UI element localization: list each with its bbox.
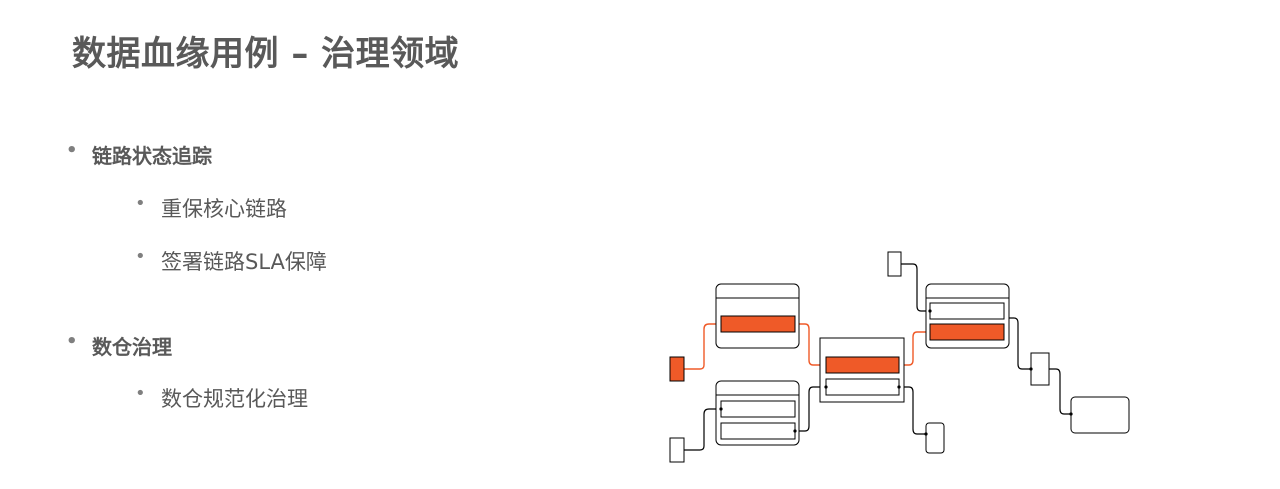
edge-endpoint [897,385,901,389]
table-node-c [819,337,905,403]
field [825,378,900,396]
edge-endpoint [1069,412,1073,416]
bullet-warehouse-governance: • 数仓治理 [66,331,172,360]
edge-endpoint [1029,367,1033,371]
edge-endpoint [928,309,932,313]
field [720,422,796,440]
edge-endpoint [924,432,928,436]
edge-endpoint [719,407,723,411]
bullet-label: 签署链路SLA保障 [161,250,327,274]
lineage-edge [899,386,926,435]
source-node [887,251,902,277]
intermediate-node [1030,352,1050,386]
source-node-highlighted [669,356,685,382]
bullet-dot: • [135,246,146,267]
bullet-dot: • [66,140,78,161]
slide-title: 数据血缘用例 – 治理领域 [72,34,460,74]
target-node [1070,396,1130,434]
bullet-label: 数仓治理 [92,335,172,359]
bullet-dot: • [135,383,146,404]
bullet-label: 链路状态追踪 [92,144,212,168]
sub-bullet-core-link-protection: • 重保核心链路 [135,193,287,223]
table-node-a [715,283,800,349]
bullet-label: 数仓规范化治理 [161,387,308,411]
lineage-edge-highlighted [684,323,721,370]
bullet-label: 重保核心链路 [161,197,287,221]
lineage-edge [1049,368,1071,415]
sink-node [925,422,945,454]
edge-endpoint [793,429,797,433]
sub-bullet-warehouse-standardization: • 数仓规范化治理 [135,383,308,413]
bullet-dot: • [66,331,78,352]
lineage-edge-highlighted [899,331,930,366]
bullet-link-status-tracking: • 链路状态追踪 [66,140,212,169]
field-highlighted [929,323,1005,341]
edge-endpoint [824,385,828,389]
lineage-diagram [669,251,1130,463]
lineage-edge-highlighted [795,323,826,366]
field-highlighted [825,356,900,374]
bullet-dot: • [135,193,146,214]
table-node-b [715,380,800,446]
lineage-edge [795,386,826,432]
field [720,400,796,418]
lineage-edge [901,263,930,312]
lineage-edge [1004,317,1031,370]
field [929,302,1005,320]
field-highlighted [720,315,796,333]
sub-bullet-link-sla-guarantee: • 签署链路SLA保障 [135,246,327,276]
lineage-edge [684,408,721,451]
table-node-d [925,283,1010,349]
source-node [669,437,685,463]
